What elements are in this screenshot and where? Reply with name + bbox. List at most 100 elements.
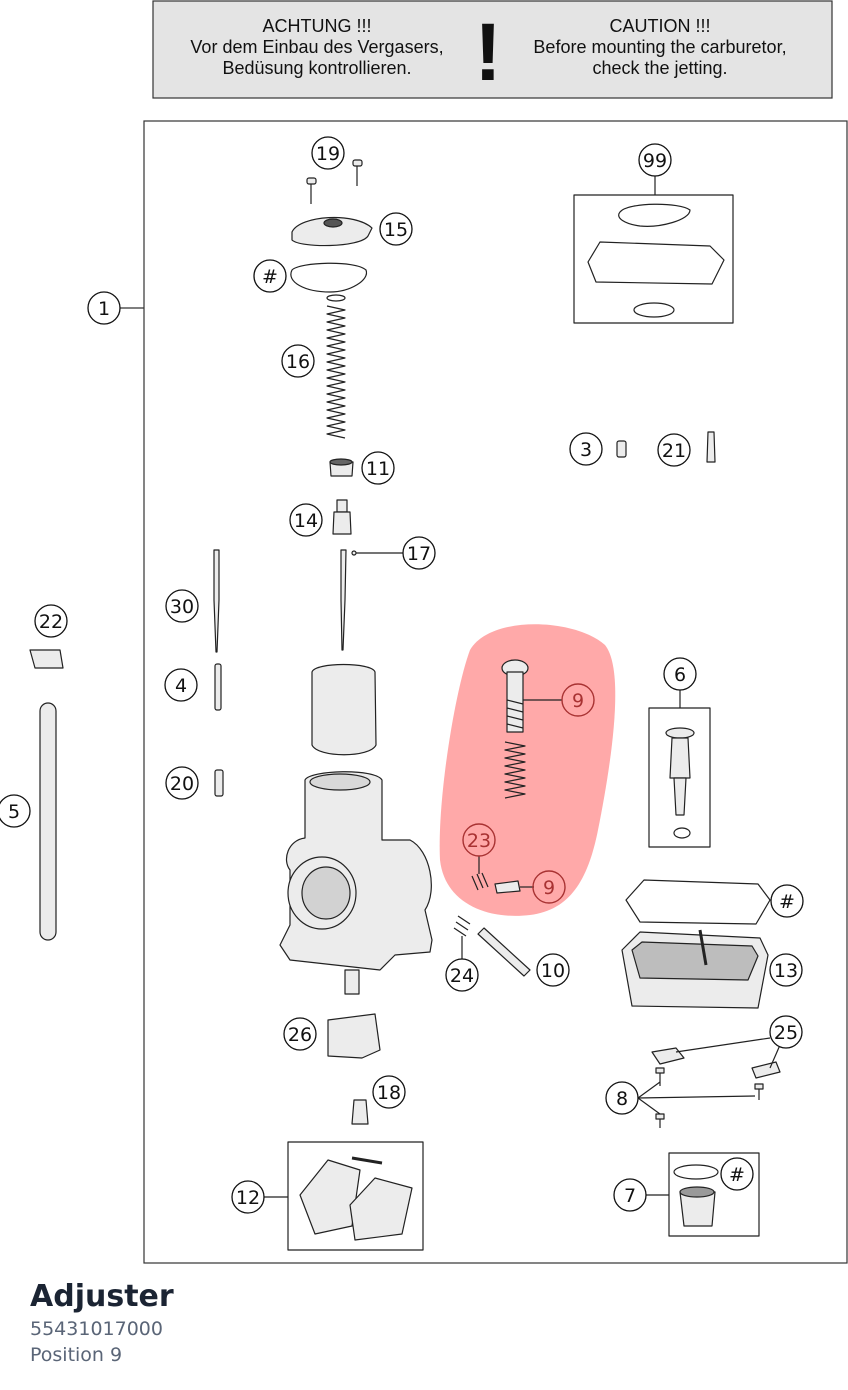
callout-17-label: 17 bbox=[407, 543, 431, 565]
callout-hash-2-circle bbox=[770, 884, 804, 918]
part-number: 55431017000 bbox=[30, 1318, 163, 1340]
part-99-gasket-kit-box bbox=[573, 194, 734, 324]
part-9-small-screw bbox=[494, 880, 521, 894]
callout-hash-2-label: # bbox=[779, 891, 795, 913]
part-8-screws bbox=[637, 1067, 764, 1128]
part-24-spring bbox=[453, 915, 471, 937]
part-15-top-cap bbox=[291, 217, 373, 247]
caution-en-line-2: Before mounting the carburetor, bbox=[533, 37, 786, 57]
callout-11-circle bbox=[361, 451, 395, 485]
part-19-screws bbox=[306, 159, 363, 204]
callout-17-circle bbox=[402, 536, 436, 570]
callout-18-label: 18 bbox=[377, 1082, 401, 1104]
callout-12-circle bbox=[231, 1180, 265, 1214]
part-20-jet bbox=[214, 769, 224, 797]
part-25-bracket-right bbox=[751, 1061, 781, 1079]
callout-10-circle bbox=[536, 953, 570, 987]
part-18-float-needle bbox=[351, 1099, 369, 1125]
callout-hash-3-circle bbox=[720, 1157, 754, 1191]
caution-banner: ACHTUNG !!! Vor dem Einbau des Vergasers… bbox=[152, 0, 833, 99]
callout-19-label: 19 bbox=[316, 143, 340, 165]
part-26-bracket bbox=[327, 1013, 381, 1059]
part-top-gasket bbox=[290, 262, 368, 293]
callout-24-label: 24 bbox=[450, 965, 474, 987]
callout-23-circle bbox=[462, 823, 496, 857]
callout-15-label: 15 bbox=[384, 219, 408, 241]
part-position: Position 9 bbox=[30, 1344, 123, 1366]
part-12-floats-box bbox=[287, 1141, 424, 1251]
callout-4-circle bbox=[164, 668, 198, 702]
part-30-needle bbox=[213, 549, 220, 653]
part-5-hose bbox=[39, 702, 57, 941]
callout-10-label: 10 bbox=[541, 960, 565, 982]
callout-14-label: 14 bbox=[294, 510, 318, 532]
callout-24-circle bbox=[445, 958, 479, 992]
callout-9b-circle bbox=[532, 870, 566, 904]
caution-en-line-3: check the jetting. bbox=[592, 58, 727, 78]
part-22-clip bbox=[29, 649, 64, 669]
caution-de-line-2: Vor dem Einbau des Vergasers, bbox=[190, 37, 443, 57]
callout-7-circle bbox=[613, 1178, 647, 1212]
part-11-seal bbox=[329, 458, 354, 477]
callout-3-circle bbox=[569, 432, 603, 466]
part-slide bbox=[311, 663, 377, 756]
callout-22-circle bbox=[34, 604, 68, 638]
callout-3-label: 3 bbox=[580, 439, 592, 461]
callout-9a-circle bbox=[561, 683, 595, 717]
callout-1-circle bbox=[87, 291, 121, 325]
callout-9a-label: 9 bbox=[572, 690, 584, 712]
part-23-spring bbox=[471, 872, 489, 891]
callout-13-label: 13 bbox=[774, 960, 798, 982]
part-10-pin bbox=[477, 927, 531, 977]
callout-20-label: 20 bbox=[170, 773, 194, 795]
part-9-adjuster-screw bbox=[501, 659, 562, 733]
part-14-holder bbox=[332, 499, 352, 535]
part-title: Adjuster bbox=[30, 1279, 174, 1314]
callout-22-label: 22 bbox=[39, 611, 63, 633]
callout-19-circle bbox=[311, 136, 345, 170]
callout-4-label: 4 bbox=[175, 675, 187, 697]
callout-30-circle bbox=[165, 589, 199, 623]
callout-26-circle bbox=[283, 1017, 317, 1051]
callout-18-circle bbox=[372, 1075, 406, 1109]
position-9-highlight bbox=[439, 624, 616, 916]
part-carburetor-body bbox=[279, 771, 433, 995]
callout-8-label: 8 bbox=[616, 1088, 628, 1110]
callout-15-circle bbox=[379, 212, 413, 246]
callout-25-label: 25 bbox=[774, 1022, 798, 1044]
callout-99-circle bbox=[638, 143, 672, 177]
part-16-spring bbox=[326, 294, 346, 439]
callout-11-label: 11 bbox=[366, 458, 390, 480]
exploded-parts-diagram: ACHTUNG !!! Vor dem Einbau des Vergasers… bbox=[0, 0, 848, 1264]
part-17-clip bbox=[351, 550, 357, 556]
callout-14-circle bbox=[289, 503, 323, 537]
callout-9b-label: 9 bbox=[543, 877, 555, 899]
callout-8-circle bbox=[605, 1081, 639, 1115]
callout-16-circle bbox=[281, 344, 315, 378]
callout-99-label: 99 bbox=[643, 150, 667, 172]
callout-30-label: 30 bbox=[170, 596, 194, 618]
part-25-bracket-left bbox=[651, 1047, 685, 1065]
caution-de-line-1: ACHTUNG !!! bbox=[262, 16, 371, 36]
callout-20-circle bbox=[165, 766, 199, 800]
callout-hash-1-circle bbox=[253, 259, 287, 293]
callout-5-label: 5 bbox=[8, 801, 20, 823]
part-adjuster-spring bbox=[504, 741, 526, 799]
callout-hash-3-label: # bbox=[729, 1164, 745, 1186]
caution-de-line-3: Bedüsung kontrollieren. bbox=[222, 58, 411, 78]
part-4-pin bbox=[214, 663, 222, 711]
part-jet-needle bbox=[340, 549, 347, 651]
callout-26-label: 26 bbox=[288, 1024, 312, 1046]
part-bowl-gasket bbox=[625, 879, 771, 925]
part-21-jet bbox=[706, 431, 716, 463]
callout-16-label: 16 bbox=[286, 351, 310, 373]
callout-13-circle bbox=[769, 953, 803, 987]
callout-6-circle bbox=[663, 657, 697, 691]
callout-23-label: 23 bbox=[467, 830, 491, 852]
callout-12-label: 12 bbox=[236, 1187, 260, 1209]
callout-5-circle bbox=[0, 794, 31, 828]
assembly-frame bbox=[143, 120, 848, 1264]
callout-25-circle bbox=[769, 1015, 803, 1049]
callout-7-label: 7 bbox=[624, 1185, 636, 1207]
part-info-panel: Adjuster 55431017000 Position 9 bbox=[30, 1278, 830, 1368]
